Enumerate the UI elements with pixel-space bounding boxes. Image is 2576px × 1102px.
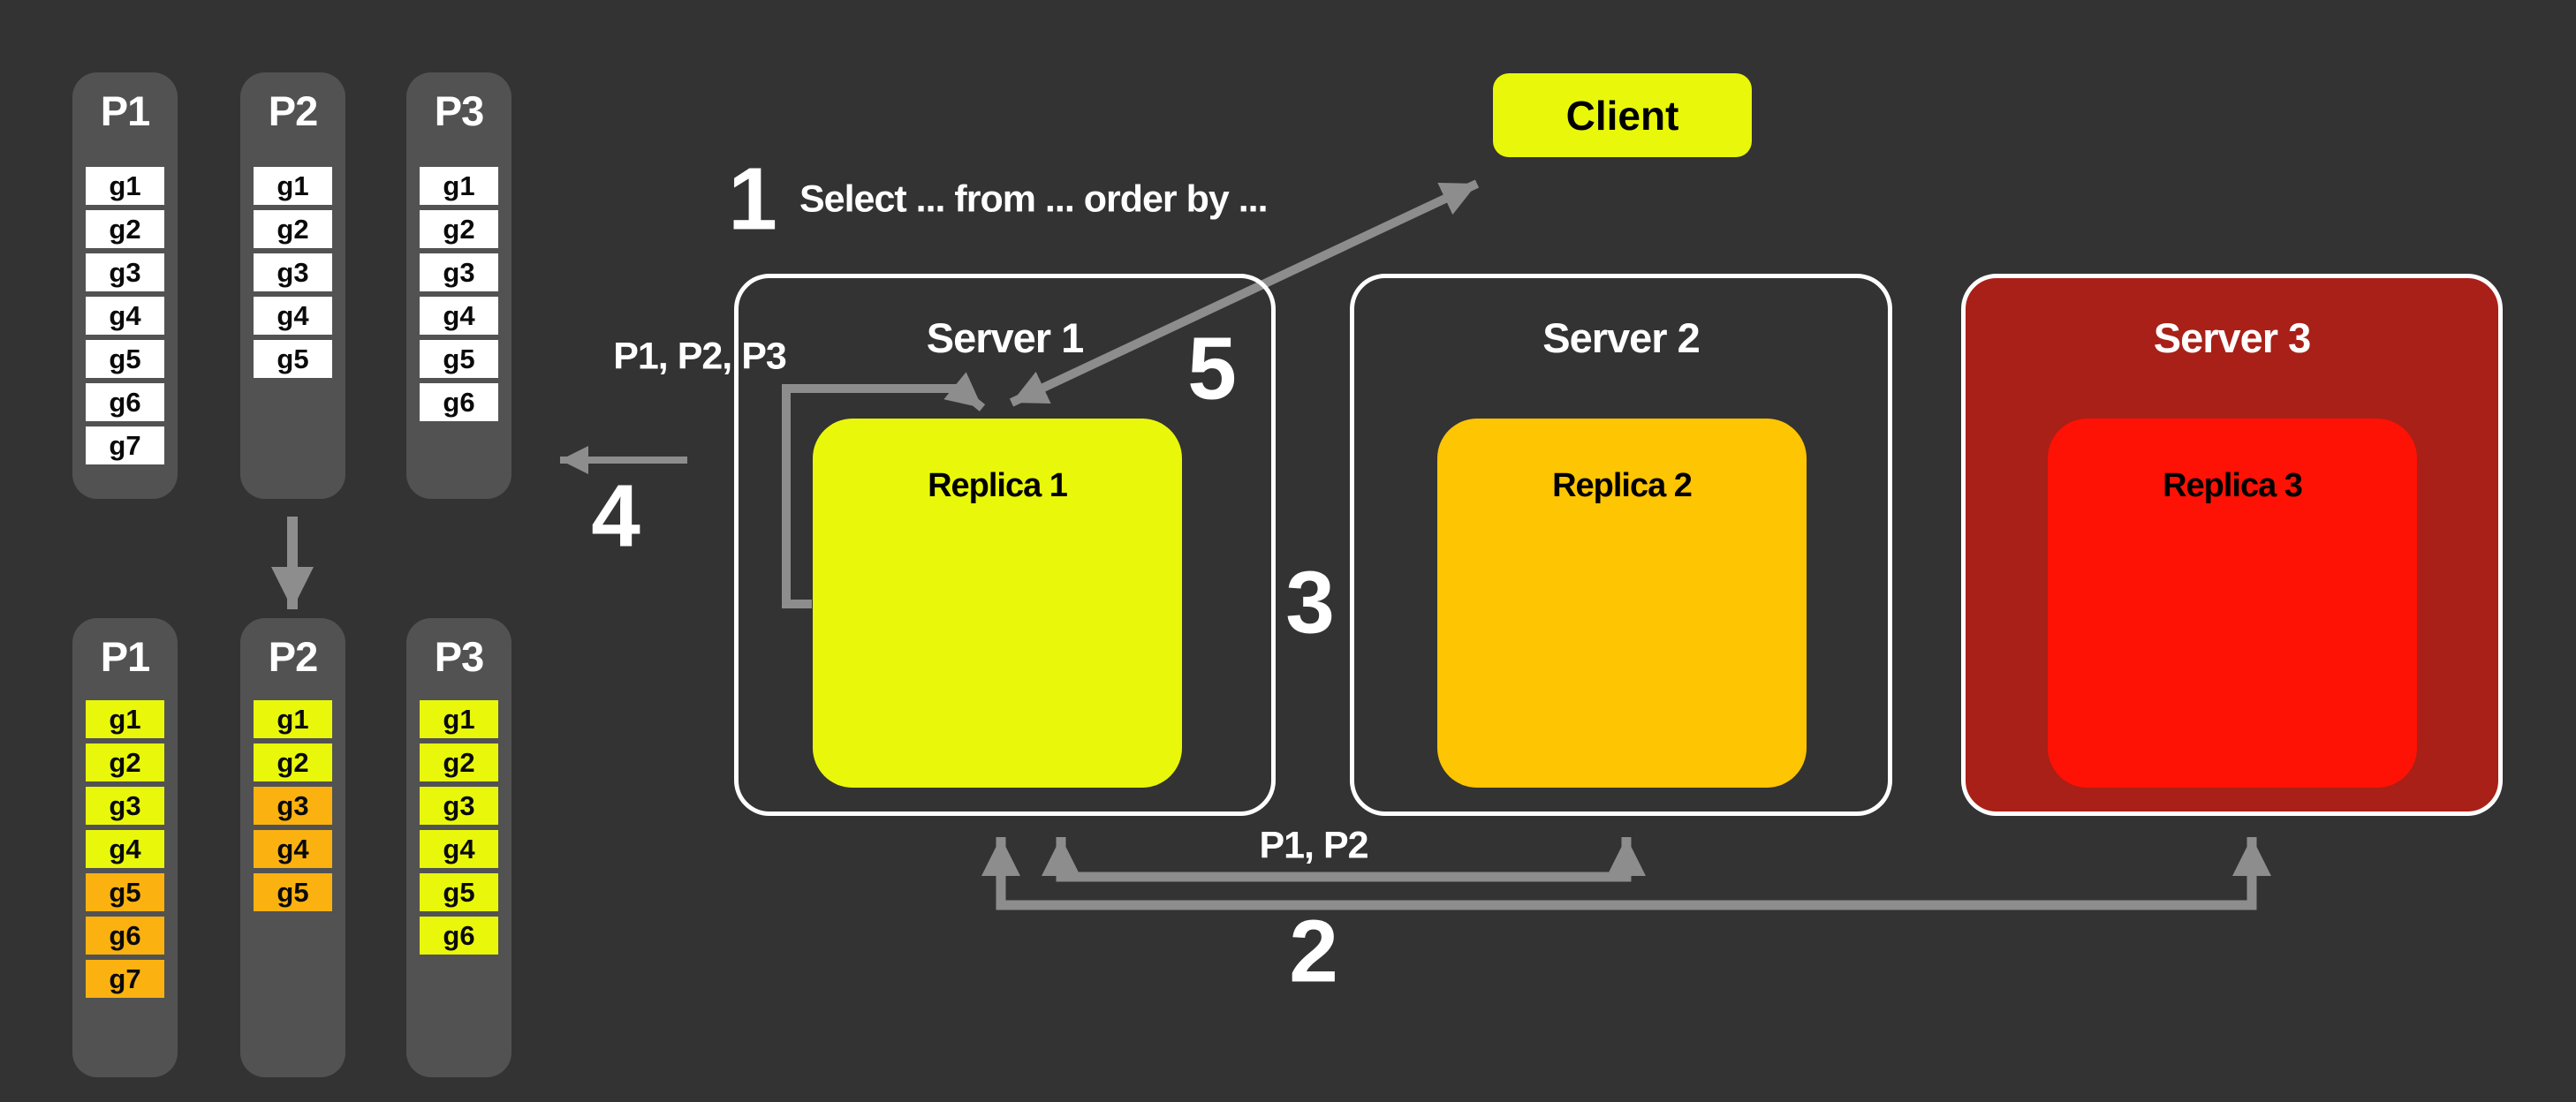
partition-cells: g1 g2 g3 g4 g5	[254, 700, 332, 917]
partition-cell-g3: g3	[86, 253, 164, 291]
replica-1-box: Replica 1	[813, 419, 1182, 788]
partition-cells: g1 g2 g3 g4 g5 g6 g7	[86, 167, 164, 470]
partition-cell-g6: g6	[420, 383, 498, 421]
server-3-title: Server 3	[2153, 314, 2312, 361]
partition-cell-g5: g5	[254, 340, 332, 378]
query-text: Select ... from ... order by ...	[799, 177, 1269, 221]
partition-cell-g4: g4	[254, 830, 332, 868]
route-partitions-label: P1, P2, P3	[613, 335, 787, 378]
partition-cell-g1: g1	[420, 700, 498, 738]
partition-cell-g2: g2	[86, 743, 164, 781]
partition-cell-g4: g4	[86, 830, 164, 868]
partition-cell-g1: g1	[86, 167, 164, 205]
partition-cell-g6: g6	[86, 383, 164, 421]
partition-title: P3	[434, 633, 485, 680]
partition-top-p2: P2 g1 g2 g3 g4 g5	[240, 72, 345, 499]
partition-bottom-p2: P2 g1 g2 g3 g4 g5	[240, 618, 345, 1077]
replica-3-box: Replica 3	[2048, 419, 2417, 788]
step-5-number: 5	[1187, 319, 1237, 419]
step-4-number: 4	[591, 466, 640, 566]
partition-cells: g1 g2 g3 g4 g5 g6	[420, 700, 498, 960]
partition-title: P2	[268, 87, 319, 134]
partition-cell-g7: g7	[86, 426, 164, 464]
partition-cell-g2: g2	[86, 210, 164, 248]
partition-cell-g4: g4	[420, 297, 498, 335]
partition-bottom-p3: P3 g1 g2 g3 g4 g5 g6	[406, 618, 511, 1077]
partition-cell-g7: g7	[86, 960, 164, 998]
partition-cell-g3: g3	[420, 253, 498, 291]
partition-bottom-p1: P1 g1 g2 g3 g4 g5 g6 g7	[72, 618, 178, 1077]
partition-cell-g3: g3	[420, 787, 498, 825]
partition-cell-g6: g6	[420, 917, 498, 955]
partition-cell-g6: g6	[86, 917, 164, 955]
step-3-number: 3	[1285, 553, 1335, 653]
partition-cells: g1 g2 g3 g4 g5 g6 g7	[86, 700, 164, 1003]
server-1-title: Server 1	[926, 314, 1085, 361]
partition-cell-g1: g1	[254, 700, 332, 738]
partition-cell-g3: g3	[254, 253, 332, 291]
arrow-server1-server3-sync	[981, 837, 2271, 910]
partition-cell-g3: g3	[254, 787, 332, 825]
partition-cell-g1: g1	[86, 700, 164, 738]
partition-cell-g2: g2	[420, 743, 498, 781]
step-1-number: 1	[728, 149, 777, 249]
partition-cell-g2: g2	[254, 743, 332, 781]
partition-cell-g5: g5	[420, 340, 498, 378]
partition-cell-g3: g3	[86, 787, 164, 825]
partition-title: P3	[434, 87, 485, 134]
partition-cell-g4: g4	[420, 830, 498, 868]
partition-cell-g2: g2	[420, 210, 498, 248]
partition-cell-g5: g5	[86, 873, 164, 911]
step-2-number: 2	[1289, 902, 1338, 1001]
partition-cell-g5: g5	[86, 340, 164, 378]
client-box: Client	[1493, 73, 1752, 157]
partition-top-p3: P3 g1 g2 g3 g4 g5 g6	[406, 72, 511, 499]
partition-cell-g4: g4	[86, 297, 164, 335]
partition-cell-g1: g1	[254, 167, 332, 205]
partition-cell-g5: g5	[420, 873, 498, 911]
partition-top-p1: P1 g1 g2 g3 g4 g5 g6 g7	[72, 72, 178, 499]
arrow-replica1-self-loop	[782, 372, 986, 608]
server-2-box: Server 2	[1350, 274, 1892, 816]
partition-title: P1	[100, 87, 151, 134]
partition-title: P1	[100, 633, 151, 680]
partition-cell-g4: g4	[254, 297, 332, 335]
partition-cell-g1: g1	[420, 167, 498, 205]
partition-cell-g2: g2	[254, 210, 332, 248]
partition-title: P2	[268, 633, 319, 680]
partition-cells: g1 g2 g3 g4 g5	[254, 167, 332, 383]
replica-2-box: Replica 2	[1437, 419, 1807, 788]
server-1-box: Server 1	[734, 274, 1276, 816]
server-2-title: Server 2	[1542, 314, 1701, 361]
partition-cells: g1 g2 g3 g4 g5 g6	[420, 167, 498, 426]
sync-partitions-label: P1, P2	[1259, 824, 1368, 867]
partition-cell-g5: g5	[254, 873, 332, 911]
